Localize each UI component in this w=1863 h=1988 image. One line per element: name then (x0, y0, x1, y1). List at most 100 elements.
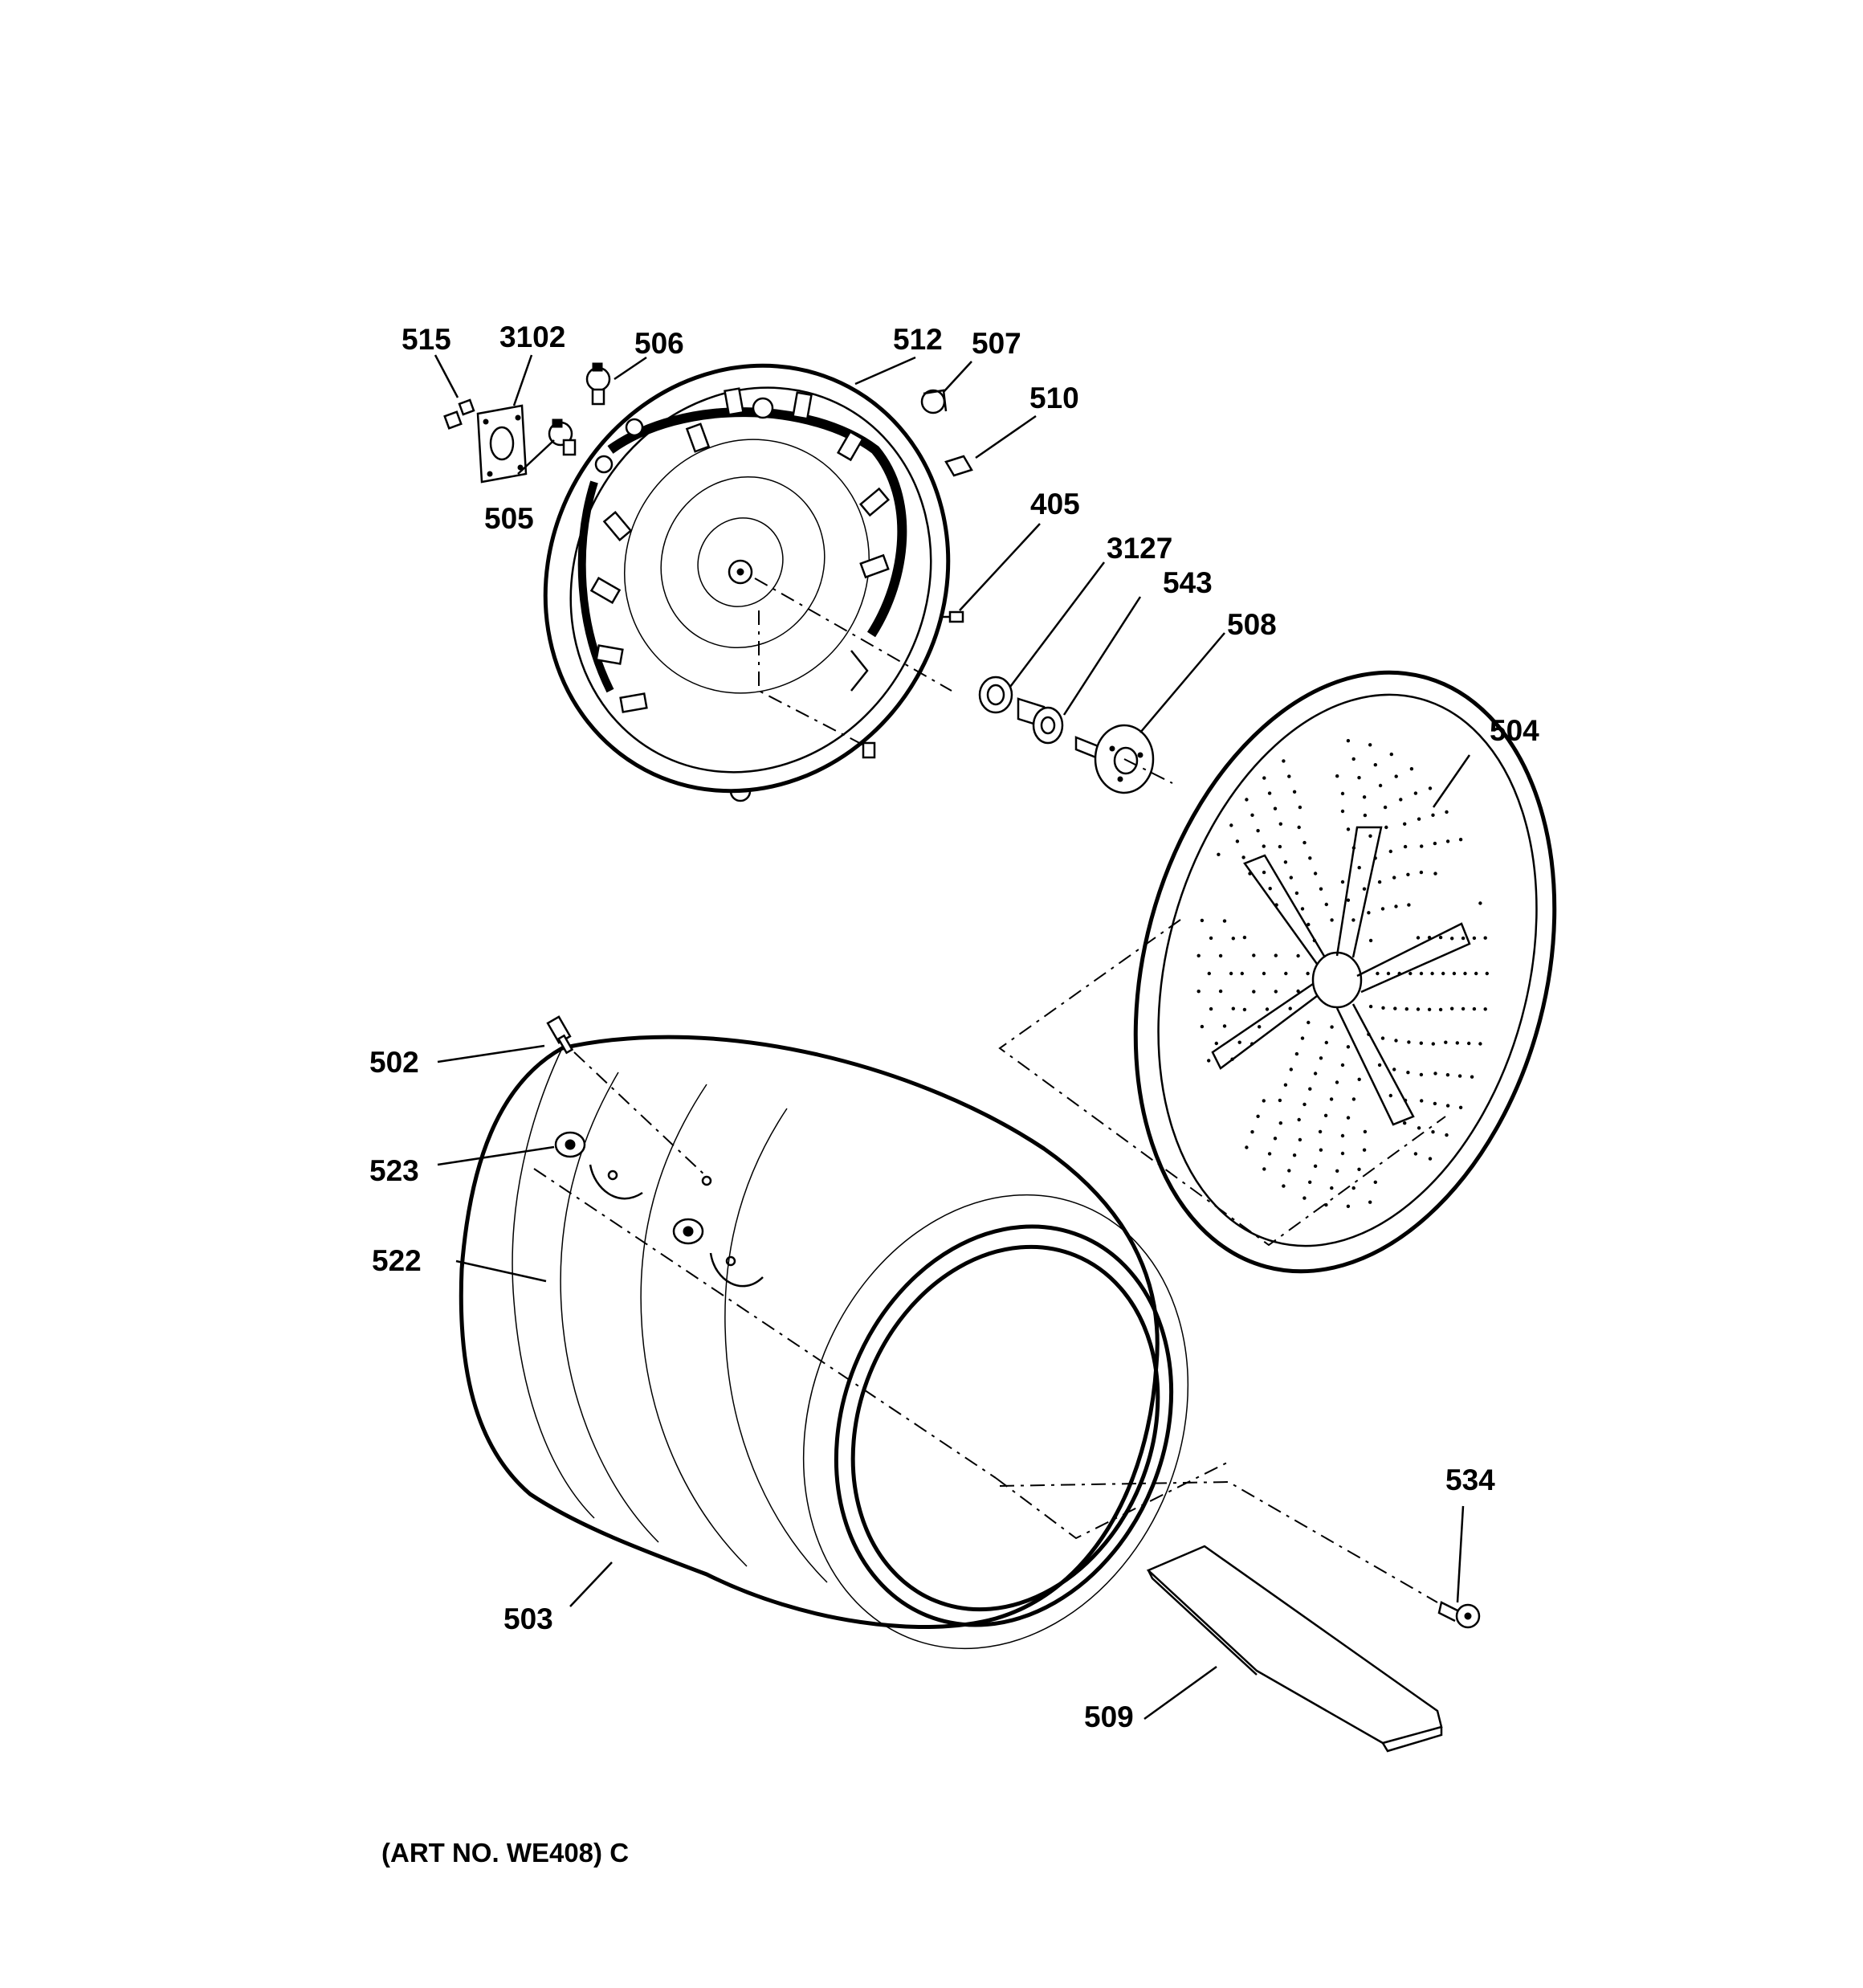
perforation-dot (1289, 876, 1294, 880)
perforation-dot (1445, 839, 1450, 843)
perforation-dot (1209, 936, 1213, 941)
perforation-dot (1250, 1042, 1254, 1046)
perforation-dot (1445, 810, 1449, 814)
perforation-dot (1319, 1148, 1323, 1152)
part-405-screw (940, 610, 964, 623)
perforation-dot (1445, 1104, 1450, 1108)
perforation-dot (1292, 790, 1297, 794)
callout-405: 405 (1030, 488, 1080, 520)
perforation-dot (1240, 971, 1245, 976)
perforation-dot (1229, 971, 1233, 976)
perforation-dot (1284, 971, 1288, 976)
callout-508: 508 (1227, 608, 1277, 641)
perforation-dot (1346, 898, 1351, 902)
leader-lines (434, 354, 1471, 1721)
perforation-dot (1262, 971, 1266, 976)
perforation-dot (1463, 971, 1467, 976)
perforation-dot (1265, 1007, 1270, 1011)
perforation-dot (1335, 1169, 1339, 1174)
perforation-dot (1319, 887, 1323, 891)
perforation-dot (1302, 840, 1307, 845)
perforation-dot (1386, 971, 1391, 976)
perforation-dot (1377, 1063, 1382, 1067)
perforation-dot (1431, 1042, 1436, 1046)
callout-523: 523 (369, 1154, 419, 1187)
perforation-dot (1470, 1075, 1474, 1079)
perforation-dot (1413, 791, 1418, 795)
perforation-dot (1262, 844, 1266, 848)
perforation-dot (1404, 1007, 1409, 1011)
callout-543: 543 (1163, 566, 1213, 599)
perforation-dot (1294, 1051, 1299, 1056)
perforation-dot (1340, 1151, 1345, 1156)
perforation-dot (1313, 872, 1318, 876)
perforation-dot (1335, 1080, 1339, 1084)
perforation-dot (1335, 774, 1339, 778)
perforation-dot (1245, 798, 1249, 802)
callout-502: 502 (369, 1046, 419, 1079)
part-3102-plate (476, 404, 528, 484)
perforation-dot (1318, 1129, 1323, 1134)
perforation-dot (1323, 1113, 1328, 1118)
callout-534: 534 (1445, 1463, 1495, 1496)
perforation-dot (1307, 1020, 1311, 1025)
perforation-dot (1373, 763, 1378, 767)
perforation-dot (1308, 1087, 1312, 1091)
perforation-dot (1231, 1006, 1236, 1010)
perforation-dot (1214, 1041, 1219, 1046)
perforation-dot (1461, 1006, 1466, 1011)
perforation-dot (1431, 1130, 1435, 1134)
drum-back-perforations (1196, 739, 1490, 1209)
perforation-dot (1351, 846, 1356, 850)
perforation-dot (1427, 1007, 1432, 1012)
perforation-dot (1478, 901, 1482, 905)
perforation-dot (1308, 856, 1312, 860)
perforation-dot (1340, 1133, 1345, 1138)
perforation-dot (1430, 971, 1434, 976)
perforation-dot (1357, 1167, 1361, 1172)
part-502-screw (546, 1015, 574, 1055)
perforation-dot (1433, 841, 1437, 846)
perforation-dot (1394, 1039, 1398, 1043)
perforation-dot (1297, 1117, 1301, 1122)
callout-522: 522 (372, 1244, 422, 1277)
perforation-dot (1433, 1072, 1437, 1076)
perforation-dot (1357, 776, 1361, 780)
perforation-dot (1297, 825, 1301, 830)
perforation-dot (1300, 1036, 1305, 1040)
perforation-dot (1416, 936, 1421, 940)
perforation-dot (1262, 1099, 1266, 1103)
perforation-dot (1340, 809, 1345, 814)
perforation-dot (1363, 1129, 1368, 1134)
perforation-dot (1313, 1072, 1318, 1076)
perforation-dot (1388, 849, 1393, 854)
perforation-dot (1483, 936, 1487, 940)
perforation-dot (1373, 1180, 1378, 1185)
perforation-dot (1376, 971, 1380, 976)
perforation-dot (1330, 1186, 1334, 1190)
callout-509: 509 (1084, 1700, 1134, 1733)
callout-506: 506 (634, 327, 684, 360)
perforation-dot (1407, 1040, 1411, 1044)
perforation-dot (1218, 953, 1223, 958)
perforation-dot (1346, 739, 1351, 743)
perforation-dot (1248, 872, 1252, 876)
perforation-dot (1373, 856, 1377, 860)
perforation-dot (1351, 757, 1355, 761)
perforation-dot (1242, 935, 1247, 940)
perforation-dot (1406, 1071, 1410, 1075)
callout-515: 515 (402, 323, 451, 356)
perforation-dot (1346, 1204, 1351, 1209)
perforation-dot (1346, 1045, 1351, 1049)
perforation-dot (1229, 823, 1233, 827)
perforation-dot (1420, 1099, 1424, 1103)
part-507-clip (920, 389, 948, 414)
perforation-dot (1235, 839, 1240, 843)
perforation-dot (1298, 1137, 1302, 1142)
perforation-dot (1307, 922, 1311, 927)
perforation-dot (1384, 825, 1388, 830)
perforation-dot (1433, 872, 1437, 876)
rear-bulkhead-part (543, 363, 951, 802)
perforation-dot (1252, 953, 1256, 957)
